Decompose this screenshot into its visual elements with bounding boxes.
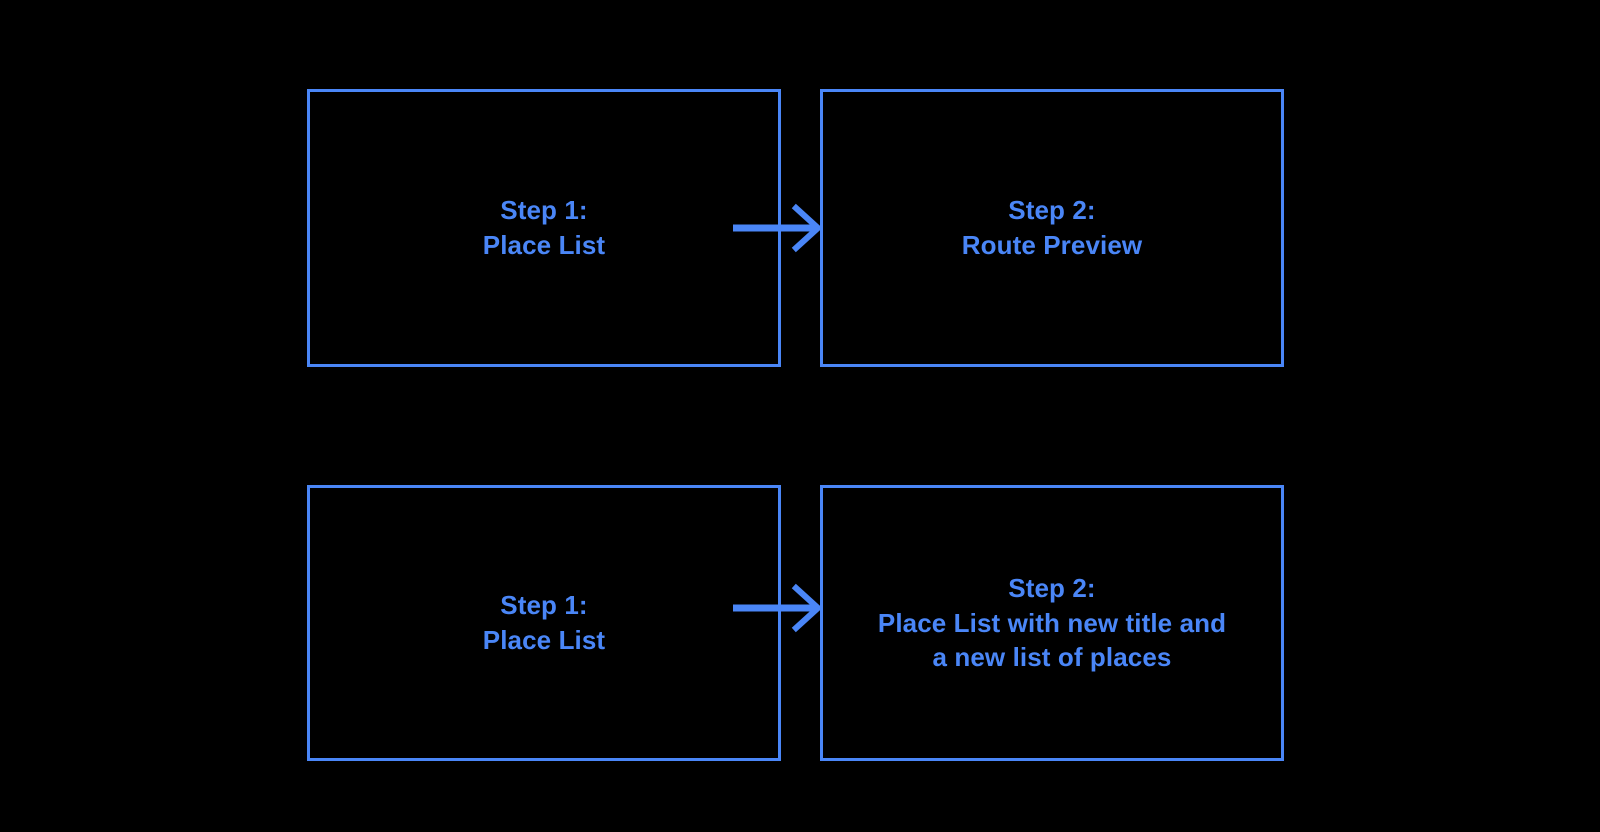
step-2-route-preview-box[interactable]: Step 2: Route Preview (820, 89, 1284, 367)
step-1-place-list-bottom-label: Step 1: Place List (482, 590, 606, 655)
step-2-new-place-list-box[interactable]: Step 2: Place List with new title and a … (820, 485, 1284, 761)
step-1-place-list-top-box[interactable]: Step 1: Place List (307, 89, 781, 367)
step-2-new-place-list-label: Step 2: Place List with new title and a … (877, 573, 1227, 673)
step-1-place-list-bottom-box[interactable]: Step 1: Place List (307, 485, 781, 761)
step-2-route-preview-label: Step 2: Route Preview (961, 195, 1143, 260)
step-1-place-list-top-label: Step 1: Place List (482, 195, 606, 260)
